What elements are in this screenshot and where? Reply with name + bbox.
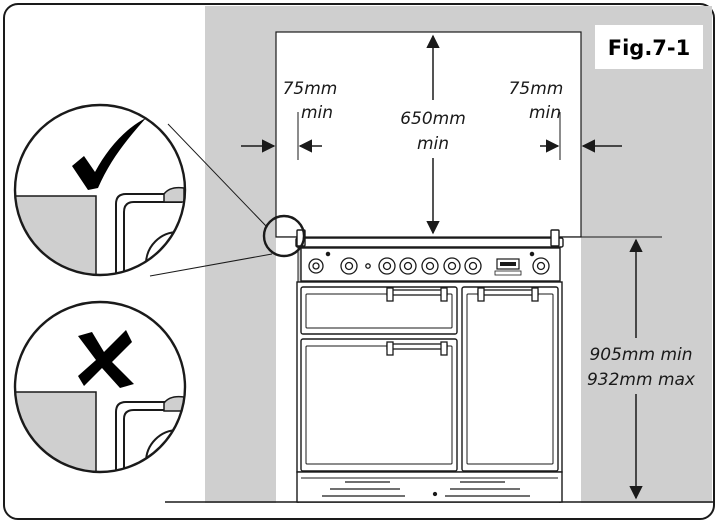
figure-title-box (595, 25, 703, 69)
left-side-clearance-unit: min (301, 103, 333, 123)
door-handles (386, 287, 539, 356)
clearance-zone (275, 31, 582, 238)
top-clearance-value: 650mm (400, 109, 466, 129)
figure-title: Fig.7-1 (608, 36, 691, 60)
right-clearance-arrows (540, 112, 622, 160)
left-side-clearance-value: 75mm (283, 79, 338, 99)
plinth-drawer (296, 471, 563, 503)
cooker-height-arrow (568, 236, 662, 500)
right-clearance-strip (560, 237, 581, 503)
cooker-hob-top (295, 237, 564, 248)
left-clearance-strip (276, 237, 298, 503)
cooker-height-max: 932mm max (587, 370, 696, 390)
right-side-clearance-value: 75mm (509, 79, 564, 99)
left-clearance-arrows (241, 112, 322, 160)
plinth-vents (322, 481, 530, 497)
correct-installation-inset (13, 103, 187, 277)
callout-line-lower (149, 253, 273, 277)
callout-line-upper (167, 123, 267, 227)
height-label-backdrop (582, 342, 700, 392)
control-knobs (308, 251, 550, 275)
cross-mark-icon (78, 330, 134, 388)
detail-highlight-circle (262, 214, 306, 258)
top-clearance-unit: min (417, 134, 449, 154)
clock-display (494, 258, 522, 276)
cooker-height-min: 905mm min (589, 345, 692, 365)
right-side-clearance-unit: min (529, 103, 561, 123)
right-hob-post (550, 229, 560, 247)
check-mark-icon (72, 118, 146, 190)
